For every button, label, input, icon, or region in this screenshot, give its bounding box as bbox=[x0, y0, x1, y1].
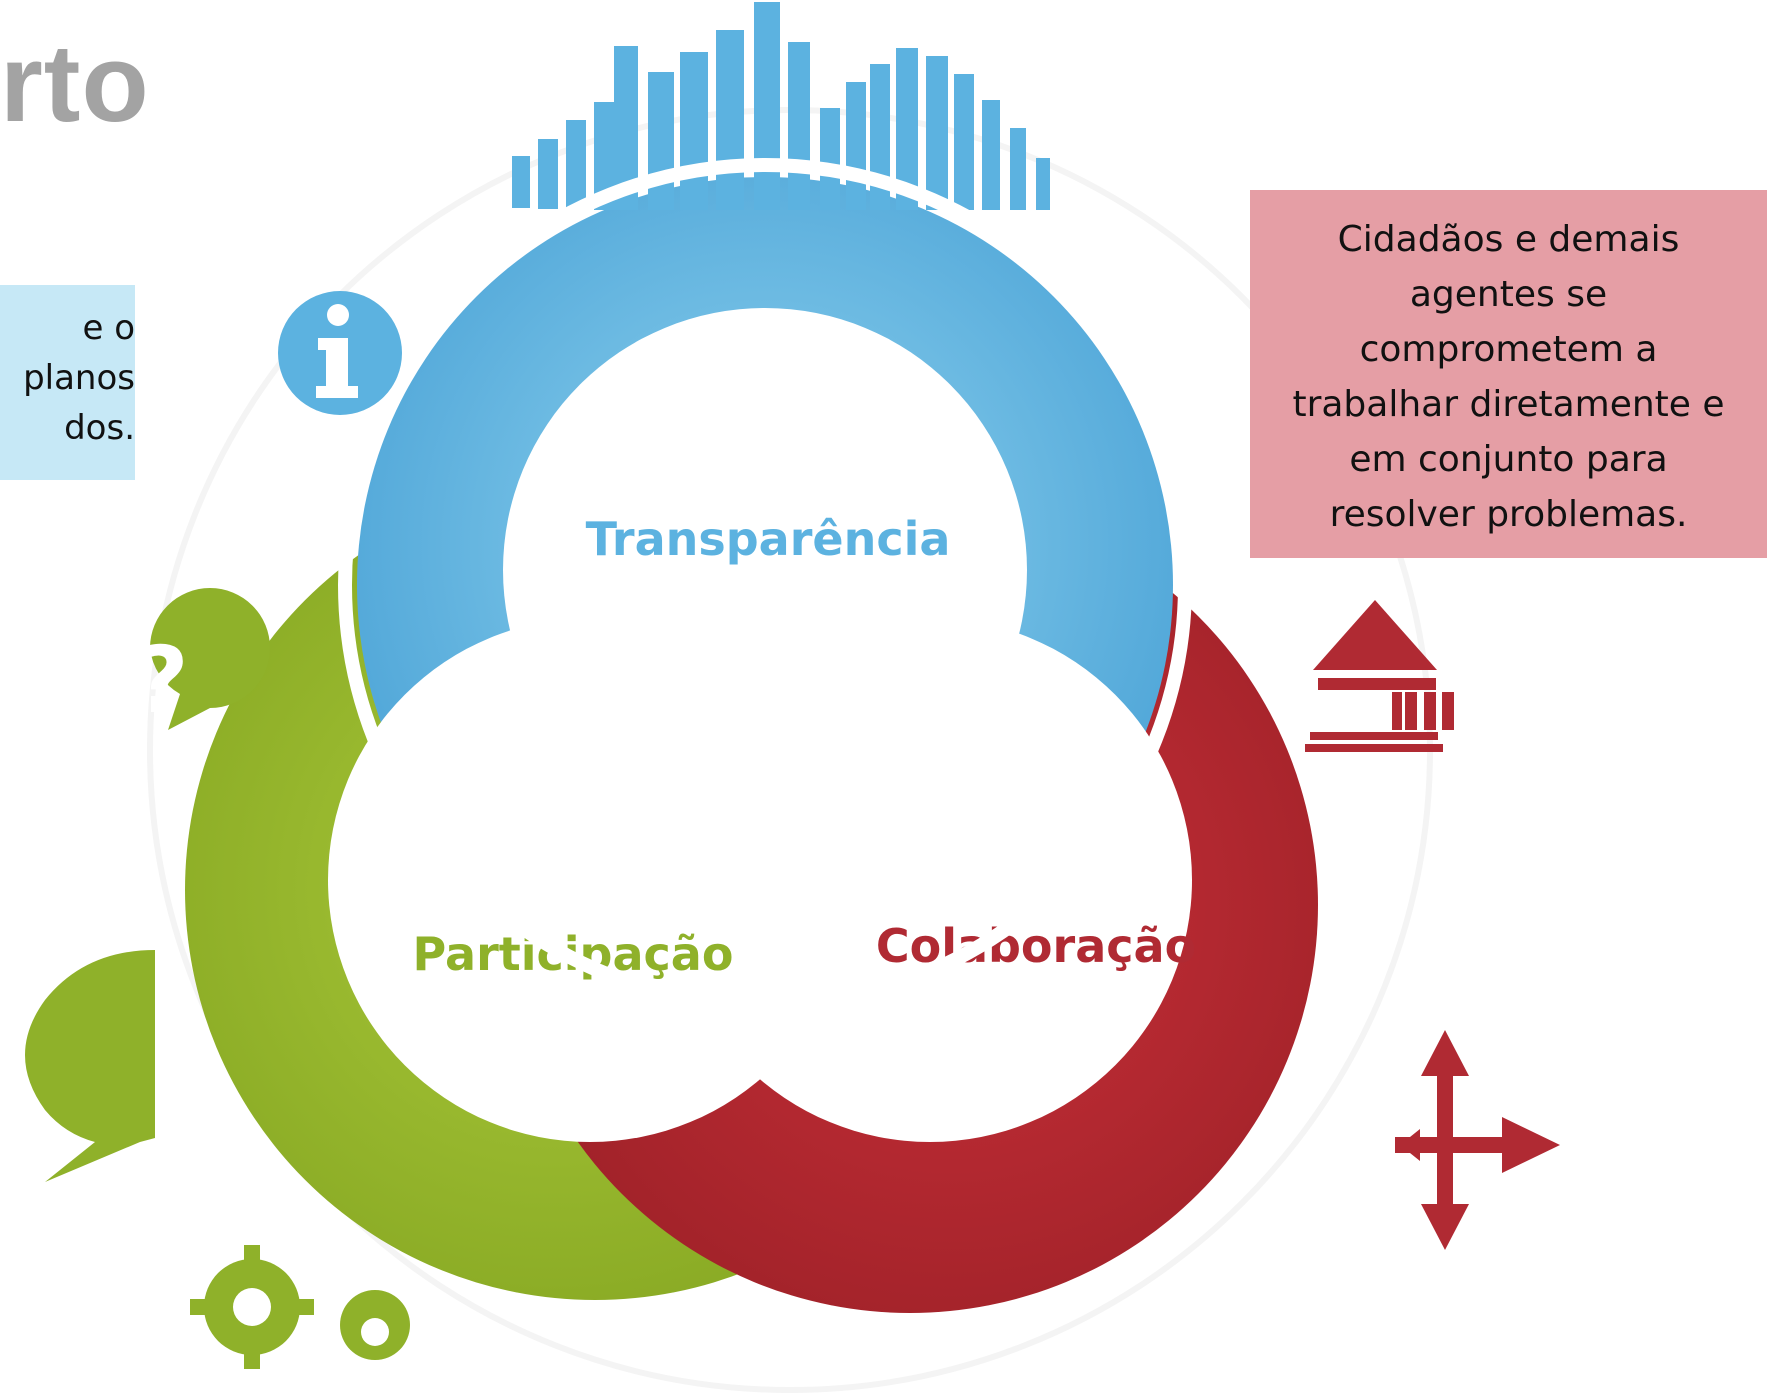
left-note-line: planos bbox=[23, 358, 135, 398]
left-note-line: e o bbox=[82, 308, 135, 348]
left-note-line: dos. bbox=[64, 408, 135, 448]
page-title: rto bbox=[0, 22, 150, 145]
right-note-box: Cidadãos e demais agentes se comprometem… bbox=[1250, 190, 1767, 558]
right-note-line: trabalhar diretamente e bbox=[1292, 384, 1725, 425]
government-building-icon bbox=[1305, 600, 1454, 752]
collaboration-label: Colaboração bbox=[876, 919, 1196, 973]
right-note-line: agentes se bbox=[1409, 274, 1608, 315]
left-note-box: e o planos dos. bbox=[0, 285, 135, 480]
right-note-line: resolver problemas. bbox=[1329, 494, 1688, 535]
right-note-line: Cidadãos e demais bbox=[1337, 219, 1680, 260]
move-arrows-icon bbox=[1395, 1030, 1560, 1250]
center-hole bbox=[530, 600, 990, 920]
transparency-label: Transparência bbox=[586, 512, 951, 566]
question-icon: ? bbox=[135, 588, 270, 734]
gears-icon bbox=[190, 1245, 410, 1369]
info-icon bbox=[278, 291, 402, 415]
right-note-line: comprometem a bbox=[1359, 329, 1658, 370]
right-note-line: em conjunto para bbox=[1349, 439, 1668, 480]
speech-bubble-icon bbox=[25, 950, 155, 1182]
svg-text:?: ? bbox=[135, 627, 188, 734]
